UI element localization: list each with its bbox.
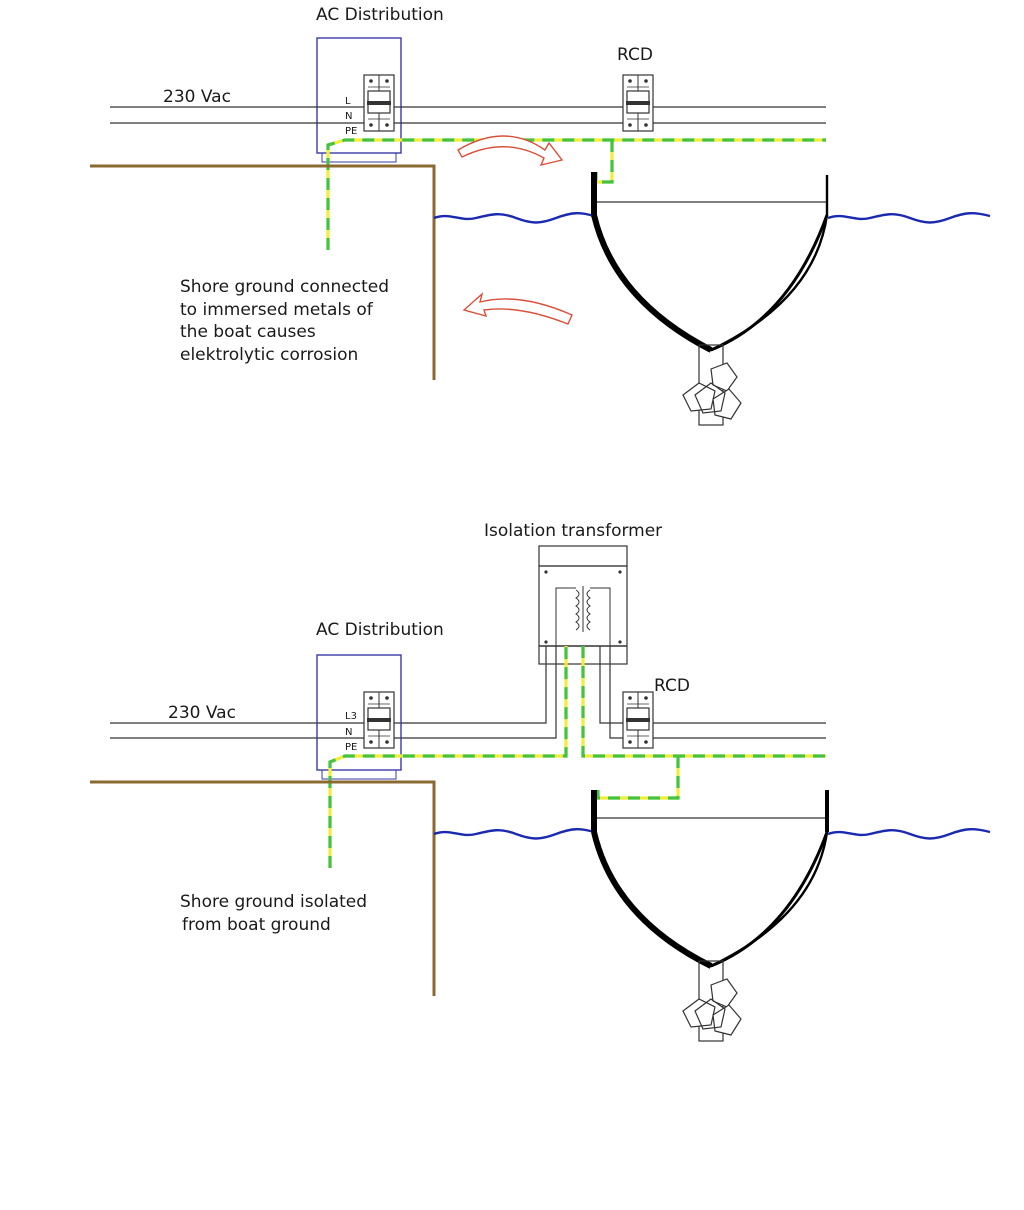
top-panel: AC Distribution RCD 230 Vac L N PE <box>90 5 991 426</box>
top-current-arrow-outward <box>457 135 564 167</box>
top-main-breaker <box>363 74 395 132</box>
bottom-note-line-2: from boat ground <box>182 915 331 935</box>
top-note-line-4: elektrolytic corrosion <box>180 345 358 365</box>
top-supply-label: 230 Vac <box>163 87 231 107</box>
bottom-water-right <box>827 828 991 840</box>
top-rcd-breaker <box>622 74 654 132</box>
bottom-quay <box>90 780 436 996</box>
top-boat-hull <box>591 172 829 353</box>
top-note-line-3: the boat causes <box>180 322 316 342</box>
bottom-supply-label: 230 Vac <box>168 703 236 723</box>
top-note-line-2: to immersed metals of <box>180 300 374 320</box>
bottom-note-line-1: Shore ground isolated <box>180 892 367 912</box>
bottom-rcd-breaker <box>622 691 654 749</box>
bottom-panel: Isolation transformer AC Distribution RC… <box>90 521 991 1042</box>
bottom-propeller <box>682 960 742 1042</box>
top-terminal-n: N <box>345 111 352 122</box>
top-terminal-pe: PE <box>345 126 357 137</box>
bottom-terminal-l3: L3 <box>345 711 357 722</box>
bottom-boat-hull <box>591 790 829 969</box>
bottom-main-breaker <box>363 691 395 749</box>
bottom-water-left <box>433 828 595 840</box>
bottom-terminal-pe: PE <box>345 742 357 753</box>
top-ac-distribution-label: AC Distribution <box>316 5 444 25</box>
top-pe-wire <box>326 138 826 250</box>
bottom-terminal-n: N <box>345 727 352 738</box>
bottom-rcd-label: RCD <box>654 676 690 696</box>
top-propeller <box>682 344 742 426</box>
bottom-pe-wire <box>328 646 826 868</box>
top-current-arrow-return <box>462 291 573 325</box>
top-water-left <box>433 212 595 224</box>
bottom-ac-distribution-label: AC Distribution <box>316 620 444 640</box>
top-water-right <box>827 212 991 224</box>
bottom-transformer-label: Isolation transformer <box>484 521 662 541</box>
top-rcd-label: RCD <box>617 45 653 65</box>
top-note-line-1: Shore ground connected <box>180 277 389 297</box>
top-terminal-l: L <box>345 96 351 107</box>
top-quay <box>90 164 436 380</box>
